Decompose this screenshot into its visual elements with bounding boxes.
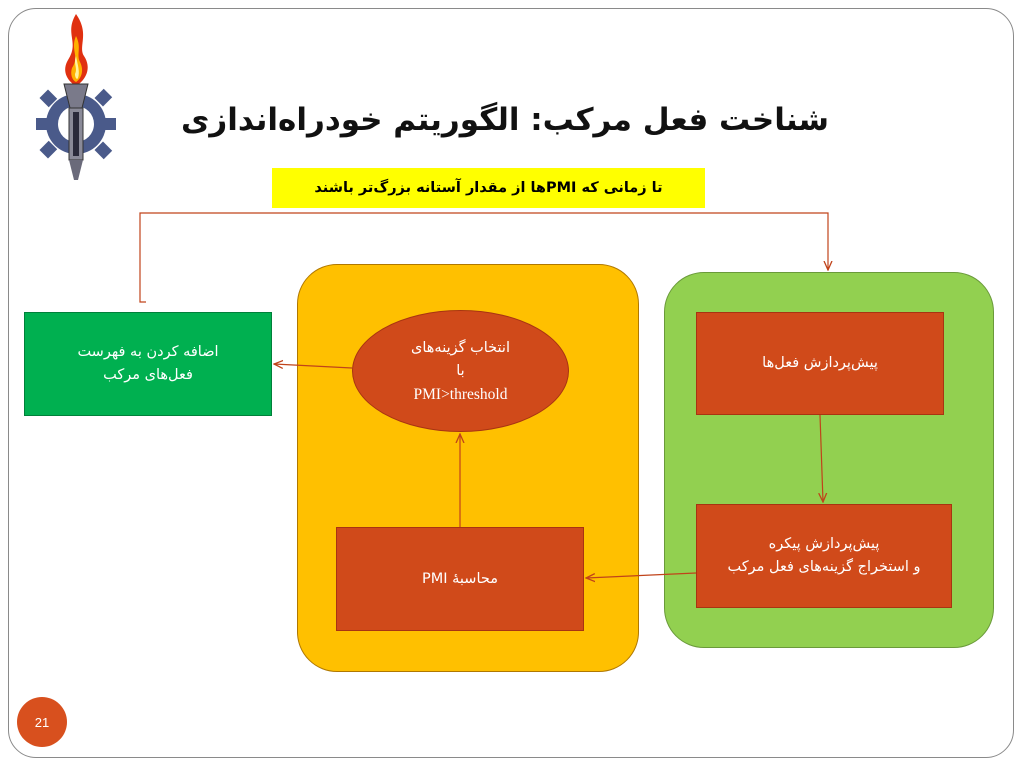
- select-candidates-label-line2: با: [456, 362, 465, 379]
- page-number-badge: 21: [17, 697, 67, 747]
- slide-frame: [8, 8, 1014, 758]
- compute-pmi-box: محاسبۀ PMI: [336, 527, 584, 631]
- loop-condition-label: تا زمانی که PMIها از مقدار آستانه بزرگ‌ت…: [272, 168, 705, 208]
- select-candidates-ellipse: انتخاب گزینه‌های با PMI>threshold: [352, 310, 569, 432]
- slide-title: شناخت فعل مرکب: الگوریتم خودراه‌اندازی: [181, 102, 829, 138]
- add-to-list-label-line1: اضافه کردن به فهرست: [77, 344, 219, 360]
- preprocess-corpus-box: پیش‌پردازش پیکره و استخراج گزینه‌های فعل…: [696, 504, 952, 608]
- preprocess-corpus-label-line2: و استخراج گزینه‌های فعل مرکب: [727, 559, 921, 575]
- torch-gear-logo: [36, 14, 116, 180]
- add-to-list-label-line2: فعل‌های مرکب: [103, 367, 193, 383]
- preprocess-corpus-label-line1: پیش‌پردازش پیکره: [768, 536, 880, 552]
- select-candidates-label-line1: انتخاب گزینه‌های: [411, 339, 510, 356]
- add-to-list-box: اضافه کردن به فهرست فعل‌های مرکب: [24, 312, 272, 416]
- select-candidates-label-line3: PMI>threshold: [413, 385, 508, 403]
- compute-pmi-label: محاسبۀ PMI: [422, 570, 498, 587]
- preprocess-verbs-box: پیش‌پردازش فعل‌ها: [696, 312, 944, 415]
- preprocess-verbs-label: پیش‌پردازش فعل‌ها: [762, 355, 878, 371]
